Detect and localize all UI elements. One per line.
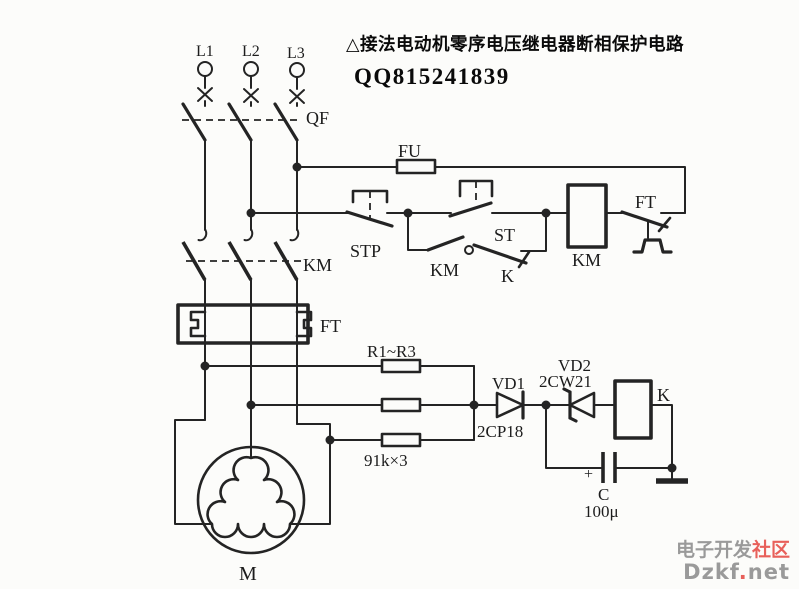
ft-overload: FT — [176, 303, 341, 345]
label-stp: STP — [350, 241, 381, 261]
st-contact-bar — [448, 201, 493, 218]
phase-wires — [204, 139, 302, 459]
qf-blade-3 — [273, 102, 299, 142]
km-coil-body — [566, 183, 608, 249]
watermark-site-dot: . — [738, 559, 748, 584]
label-91k: 91k×3 — [364, 451, 408, 470]
page-title: △接法电动机零序电压继电器断相保护电路 — [346, 35, 684, 55]
label-motor: M — [239, 563, 257, 585]
label-st: ST — [494, 225, 515, 245]
km-coil: KM — [545, 183, 623, 270]
watermark-cn-gray: 电子开发 — [675, 539, 752, 562]
label-km-coil: KM — [572, 250, 601, 270]
ft-contact-bar — [620, 210, 669, 229]
supply-terminals: L1 L2 L3 — [196, 43, 305, 104]
control-circuit: STP ST KM K — [250, 179, 686, 286]
resistor-r2 — [380, 397, 422, 413]
label-2cp18: 2CP18 — [477, 422, 523, 441]
qf-blade-1 — [181, 102, 207, 142]
watermark-site-tld: net — [747, 559, 790, 584]
km-blade-1 — [181, 241, 207, 281]
label-km-main: KM — [303, 255, 332, 275]
label-ft-overload: FT — [320, 316, 341, 336]
label-k-contact: K — [501, 266, 514, 286]
stop-button-stp: STP — [345, 189, 409, 261]
km-hook-2 — [243, 229, 254, 242]
holding-branch: KM K — [407, 212, 547, 286]
km-main-contacts: KM — [181, 229, 332, 281]
km-hook-3 — [289, 229, 300, 242]
k-relay-coil — [613, 379, 653, 440]
k-contact-bar — [472, 243, 528, 265]
label-cap-value: 100μ — [584, 502, 619, 521]
watermark-cn-red: 社区 — [751, 539, 790, 562]
label-l2: L2 — [242, 43, 260, 60]
motor: M — [174, 419, 331, 585]
fuse-fu: FU — [296, 141, 686, 214]
x-mark-l3 — [289, 89, 305, 104]
x-mark-l1 — [197, 87, 213, 102]
label-vd2: VD2 — [558, 356, 591, 375]
ft-trip-symbol — [632, 238, 673, 254]
x-mark-l2 — [243, 88, 259, 103]
qf-blade-2 — [227, 102, 253, 142]
km-aux-contact-bar — [426, 235, 465, 252]
resistor-r3 — [380, 432, 422, 448]
terminal-circle-l2 — [243, 61, 259, 77]
resistor-network: R1~R3 91k×3 — [200, 342, 479, 470]
detector-circuit: VD1 2CP18 VD2 2CW21 K + C 100μ — [473, 356, 688, 521]
qf-breaker: QF — [181, 100, 329, 142]
motor-winding — [206, 456, 296, 539]
label-qf: QF — [306, 108, 329, 128]
ft-overload-box — [176, 303, 310, 345]
vd2-diode — [568, 391, 596, 419]
label-cap-plus: + — [584, 466, 593, 483]
label-cap-c: C — [598, 485, 609, 504]
watermark-cn: 电子开发社区 — [675, 539, 790, 562]
label-r1-r3: R1~R3 — [367, 342, 416, 361]
label-vd1: VD1 — [492, 374, 525, 393]
label-l1: L1 — [196, 43, 214, 60]
ft-contact-stop — [657, 216, 672, 233]
resistor-r1 — [380, 358, 422, 374]
motor-circle — [196, 445, 306, 555]
terminal-circle-l1 — [197, 61, 213, 77]
vd1-diode — [495, 391, 525, 419]
ft-heater-right — [295, 310, 313, 338]
label-km-aux: KM — [430, 260, 459, 280]
k-contact-stop — [517, 250, 531, 269]
stp-contact-bar — [345, 210, 394, 228]
label-ft-contact: FT — [635, 192, 656, 212]
label-l3: L3 — [287, 45, 305, 62]
ft-contact: FT — [620, 192, 686, 254]
watermark-site-gray: Dzkf — [683, 559, 739, 584]
label-fu: FU — [398, 141, 421, 161]
watermark: 电子开发社区 Dzkf.net — [675, 539, 790, 583]
watermark-site: Dzkf.net — [676, 561, 790, 583]
start-button-st: ST — [407, 179, 547, 245]
qq-number: QQ815241839 — [354, 64, 510, 89]
label-2cw21: 2CW21 — [539, 372, 592, 391]
km-aux-fixed-contact — [464, 245, 474, 255]
terminal-circle-l3 — [289, 62, 305, 78]
label-k-relay: K — [657, 385, 670, 405]
ft-heater-left — [189, 310, 207, 338]
fuse-body — [395, 158, 437, 175]
km-hook-1 — [197, 229, 208, 242]
